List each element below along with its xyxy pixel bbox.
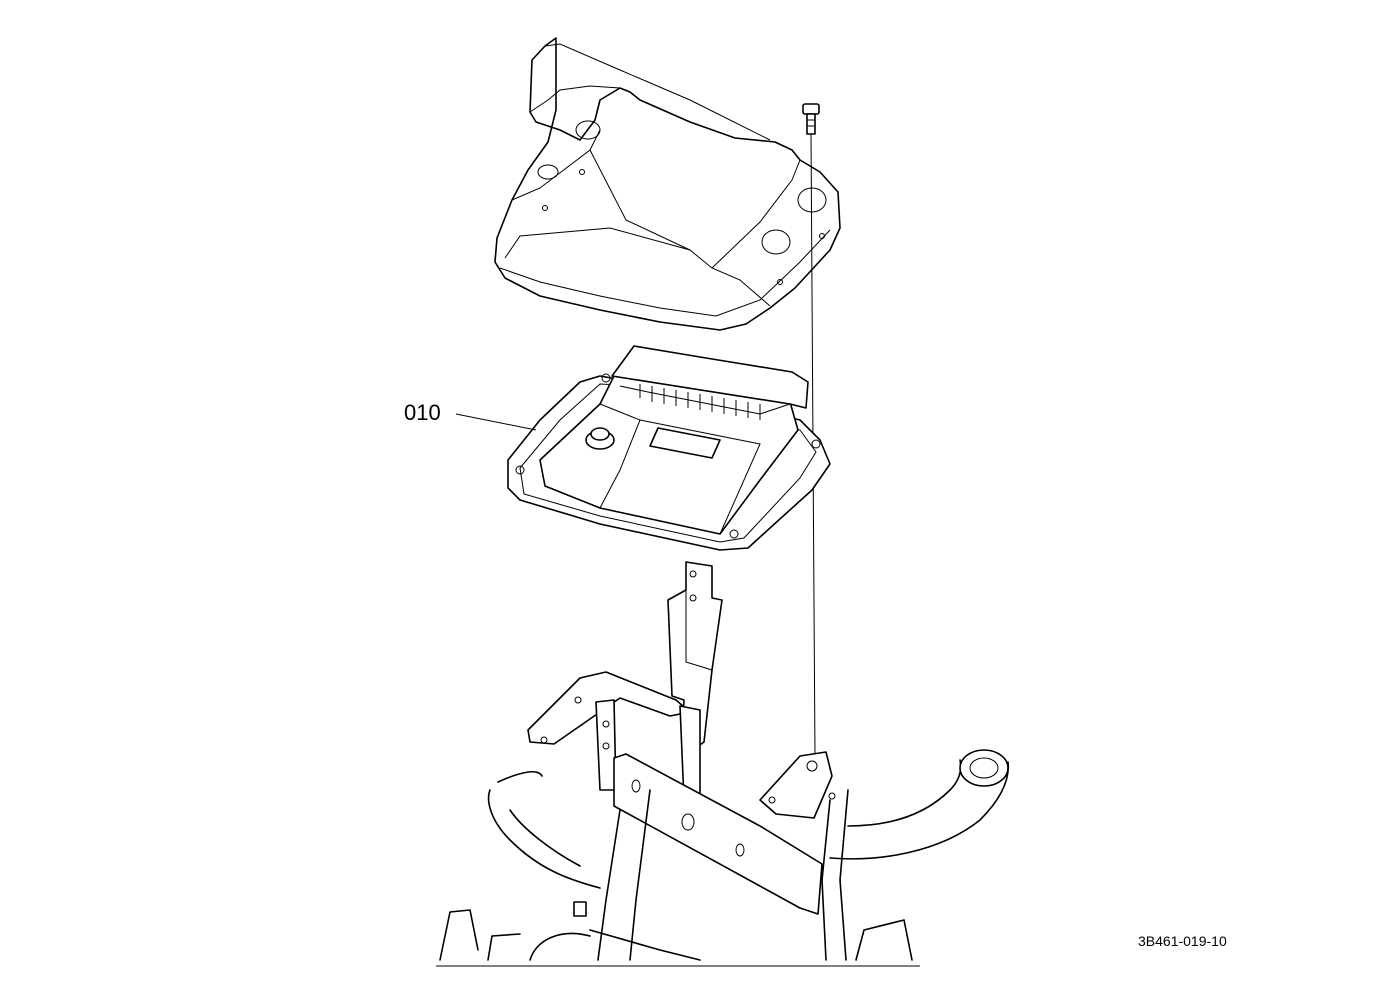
frame-tubes: [436, 749, 1010, 967]
callout-label: 010: [404, 400, 441, 425]
mounting-bracket: [527, 561, 723, 801]
drawing-code: 3B461-019-10: [1138, 933, 1227, 949]
callout-010: 010: [404, 400, 537, 431]
connector-fins: [639, 384, 761, 420]
ecu-cover: [494, 37, 841, 331]
ecu-unit: [507, 345, 831, 551]
leader-line: [455, 413, 537, 431]
